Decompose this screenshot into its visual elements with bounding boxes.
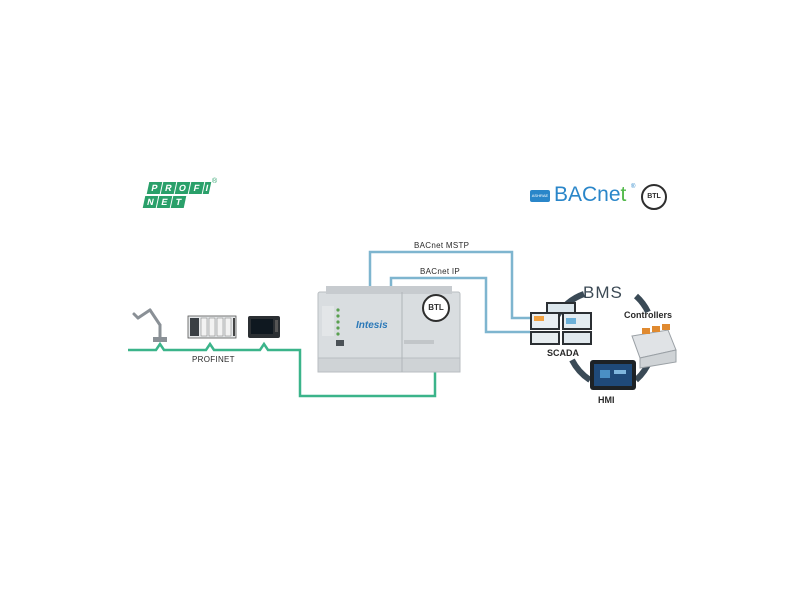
profinet-logo: P R O F I N E T ®	[140, 178, 220, 214]
bms-title: BMS	[583, 283, 623, 302]
hmi-tablet-icon	[590, 360, 636, 390]
operator-panel-icon	[248, 316, 280, 338]
gateway-btl-badge: BTL	[422, 294, 450, 322]
ashrae-badge: ASHRAE	[530, 190, 550, 202]
bacnet-ip-line	[389, 276, 530, 334]
btl-badge-text: BTL	[647, 193, 661, 200]
profinet-logo-letter: I	[202, 182, 212, 194]
scada-monitors-icon	[530, 302, 592, 345]
profinet-label: PROFINET	[192, 355, 235, 364]
bacnet-trademark: ®	[631, 184, 636, 190]
intesis-gateway-device	[317, 286, 461, 373]
profinet-registered: ®	[212, 178, 218, 185]
scada-label: SCADA	[547, 348, 580, 358]
bacnet-mstp-label: BACnet MSTP	[414, 241, 470, 250]
profinet-bus-line	[128, 341, 437, 398]
gateway-brand: Intesis	[356, 320, 388, 331]
controllers-label: Controllers	[624, 310, 673, 320]
profinet-logo-letter: T	[170, 196, 187, 208]
robot-arm-icon	[132, 308, 167, 342]
bacnet-logo: ASHRAE BACnet ® BTL	[530, 182, 670, 212]
plc-rack-icon	[187, 315, 237, 339]
controllers-icon	[631, 324, 677, 369]
gateway-btl-text: BTL	[428, 303, 444, 312]
bacnet-ip-label: BACnet IP	[420, 267, 461, 276]
btl-badge: BTL	[641, 184, 667, 210]
hmi-label: HMI	[598, 395, 615, 405]
bacnet-mstp-line	[368, 250, 530, 320]
ashrae-badge-text: ASHRAE	[531, 193, 549, 198]
bacnet-wordmark: BACnet	[554, 183, 627, 206]
